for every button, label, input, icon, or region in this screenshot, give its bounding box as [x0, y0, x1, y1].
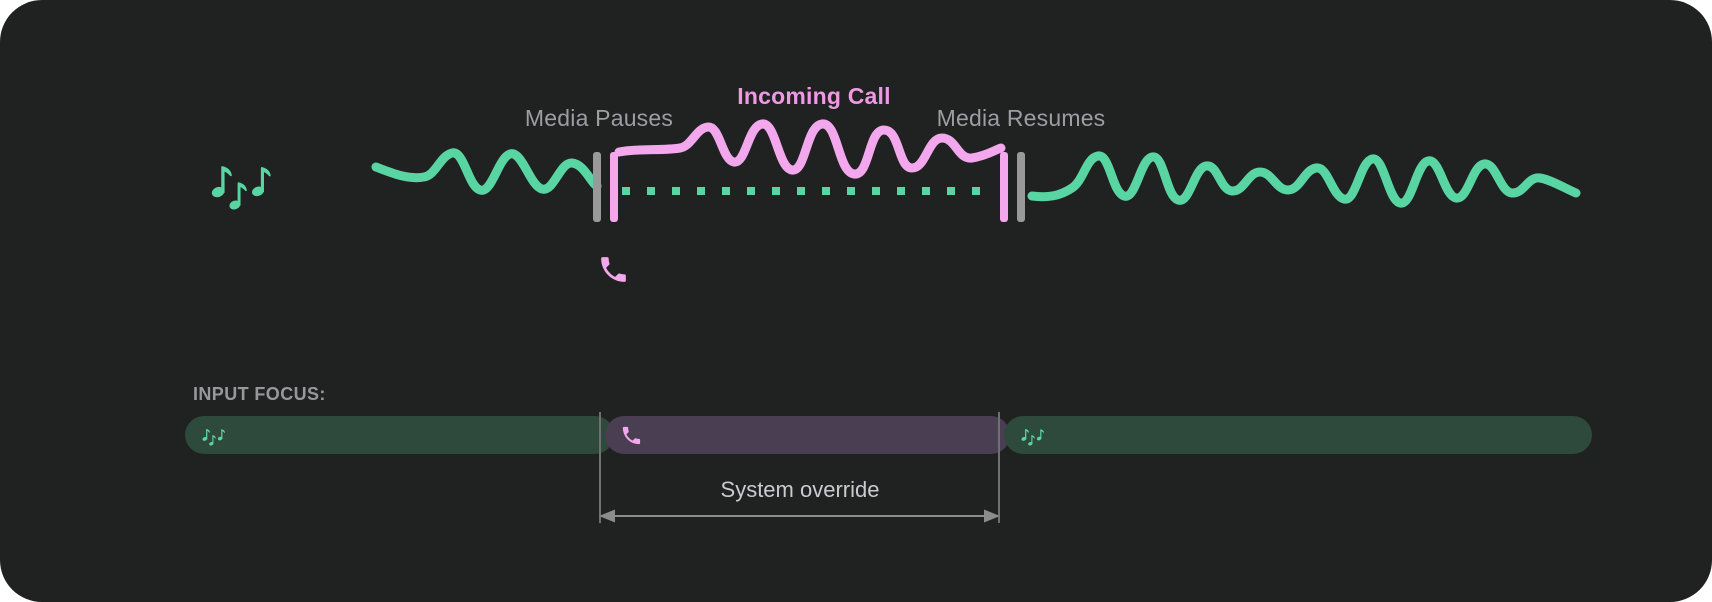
focus-segment-media-before	[185, 416, 614, 454]
override-span-right-line	[998, 412, 1000, 523]
media-wave-right	[1027, 151, 1581, 208]
music-notes-icon	[211, 148, 273, 216]
waveform-diagram	[371, 119, 1581, 222]
pause-marker-gray	[593, 152, 601, 222]
override-span-left-line	[599, 412, 601, 523]
pause-marker-pink	[610, 152, 618, 222]
resume-marker-gray	[1017, 152, 1025, 222]
system-override-label: System override	[720, 477, 880, 502]
phone-icon	[597, 253, 630, 286]
call-wave	[614, 119, 1006, 179]
media-resumes-label: Media Resumes	[936, 105, 1106, 131]
music-notes-icon	[202, 422, 226, 448]
system-override-arrow	[599, 509, 1000, 523]
focus-segment-media-after	[1004, 416, 1592, 454]
incoming-call-label: Incoming Call	[737, 83, 891, 109]
phone-icon	[622, 426, 641, 444]
resume-marker-pink	[1000, 152, 1008, 222]
input-focus-heading: INPUT FOCUS:	[193, 384, 326, 404]
focus-segment-call	[605, 416, 1010, 454]
media-pauses-label: Media Pauses	[524, 105, 674, 131]
music-notes-icon	[1021, 422, 1045, 448]
media-wave-left	[371, 148, 602, 195]
